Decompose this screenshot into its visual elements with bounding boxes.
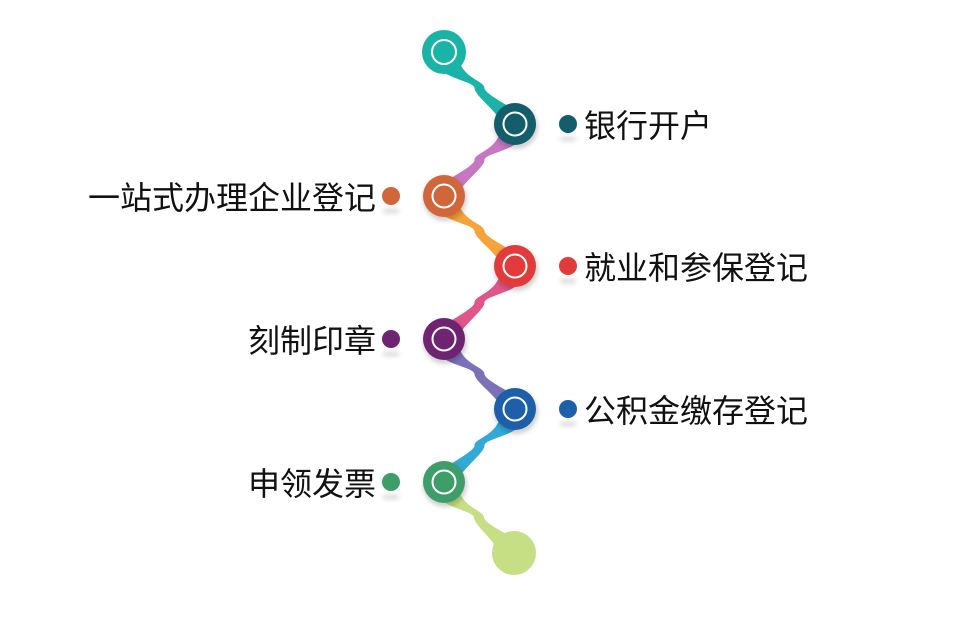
step-label-1: 银行开户 [584, 107, 713, 145]
step-node-2 [423, 175, 465, 217]
label-dot-1 [559, 115, 577, 133]
dot-shadow [382, 351, 400, 357]
label-dot-3 [559, 257, 577, 275]
step-label-2: 一站式办理企业登记 [87, 179, 376, 217]
ring-icon [502, 396, 528, 422]
label-dot-4 [382, 330, 400, 348]
ring-icon [431, 183, 457, 209]
step-node-1 [494, 103, 536, 145]
ring-icon [431, 469, 457, 495]
ring-icon [502, 253, 528, 279]
end-caps [422, 30, 536, 575]
step-label-6: 申领发票 [247, 465, 376, 503]
ring-icon [431, 326, 457, 352]
step-node-3 [494, 245, 536, 287]
start-cap [422, 30, 466, 74]
step-node-6 [423, 461, 465, 503]
dot-shadow [559, 136, 577, 142]
dot-shadow [382, 494, 400, 500]
nodes [423, 103, 538, 507]
end-cap [492, 531, 536, 575]
label-dots [382, 115, 577, 500]
step-label-3: 就业和参保登记 [584, 249, 809, 287]
label-dot-2 [382, 187, 400, 205]
step-node-5 [494, 388, 536, 430]
dot-shadow [559, 421, 577, 427]
start-ring-icon [431, 39, 457, 65]
step-node-4 [423, 318, 465, 360]
step-label-4: 刻制印章 [247, 322, 376, 360]
label-dot-5 [559, 400, 577, 418]
dot-shadow [382, 208, 400, 214]
label-dot-6 [382, 473, 400, 491]
dot-shadow [559, 278, 577, 284]
step-label-5: 公积金缴存登记 [584, 392, 809, 430]
ring-icon [502, 111, 528, 137]
